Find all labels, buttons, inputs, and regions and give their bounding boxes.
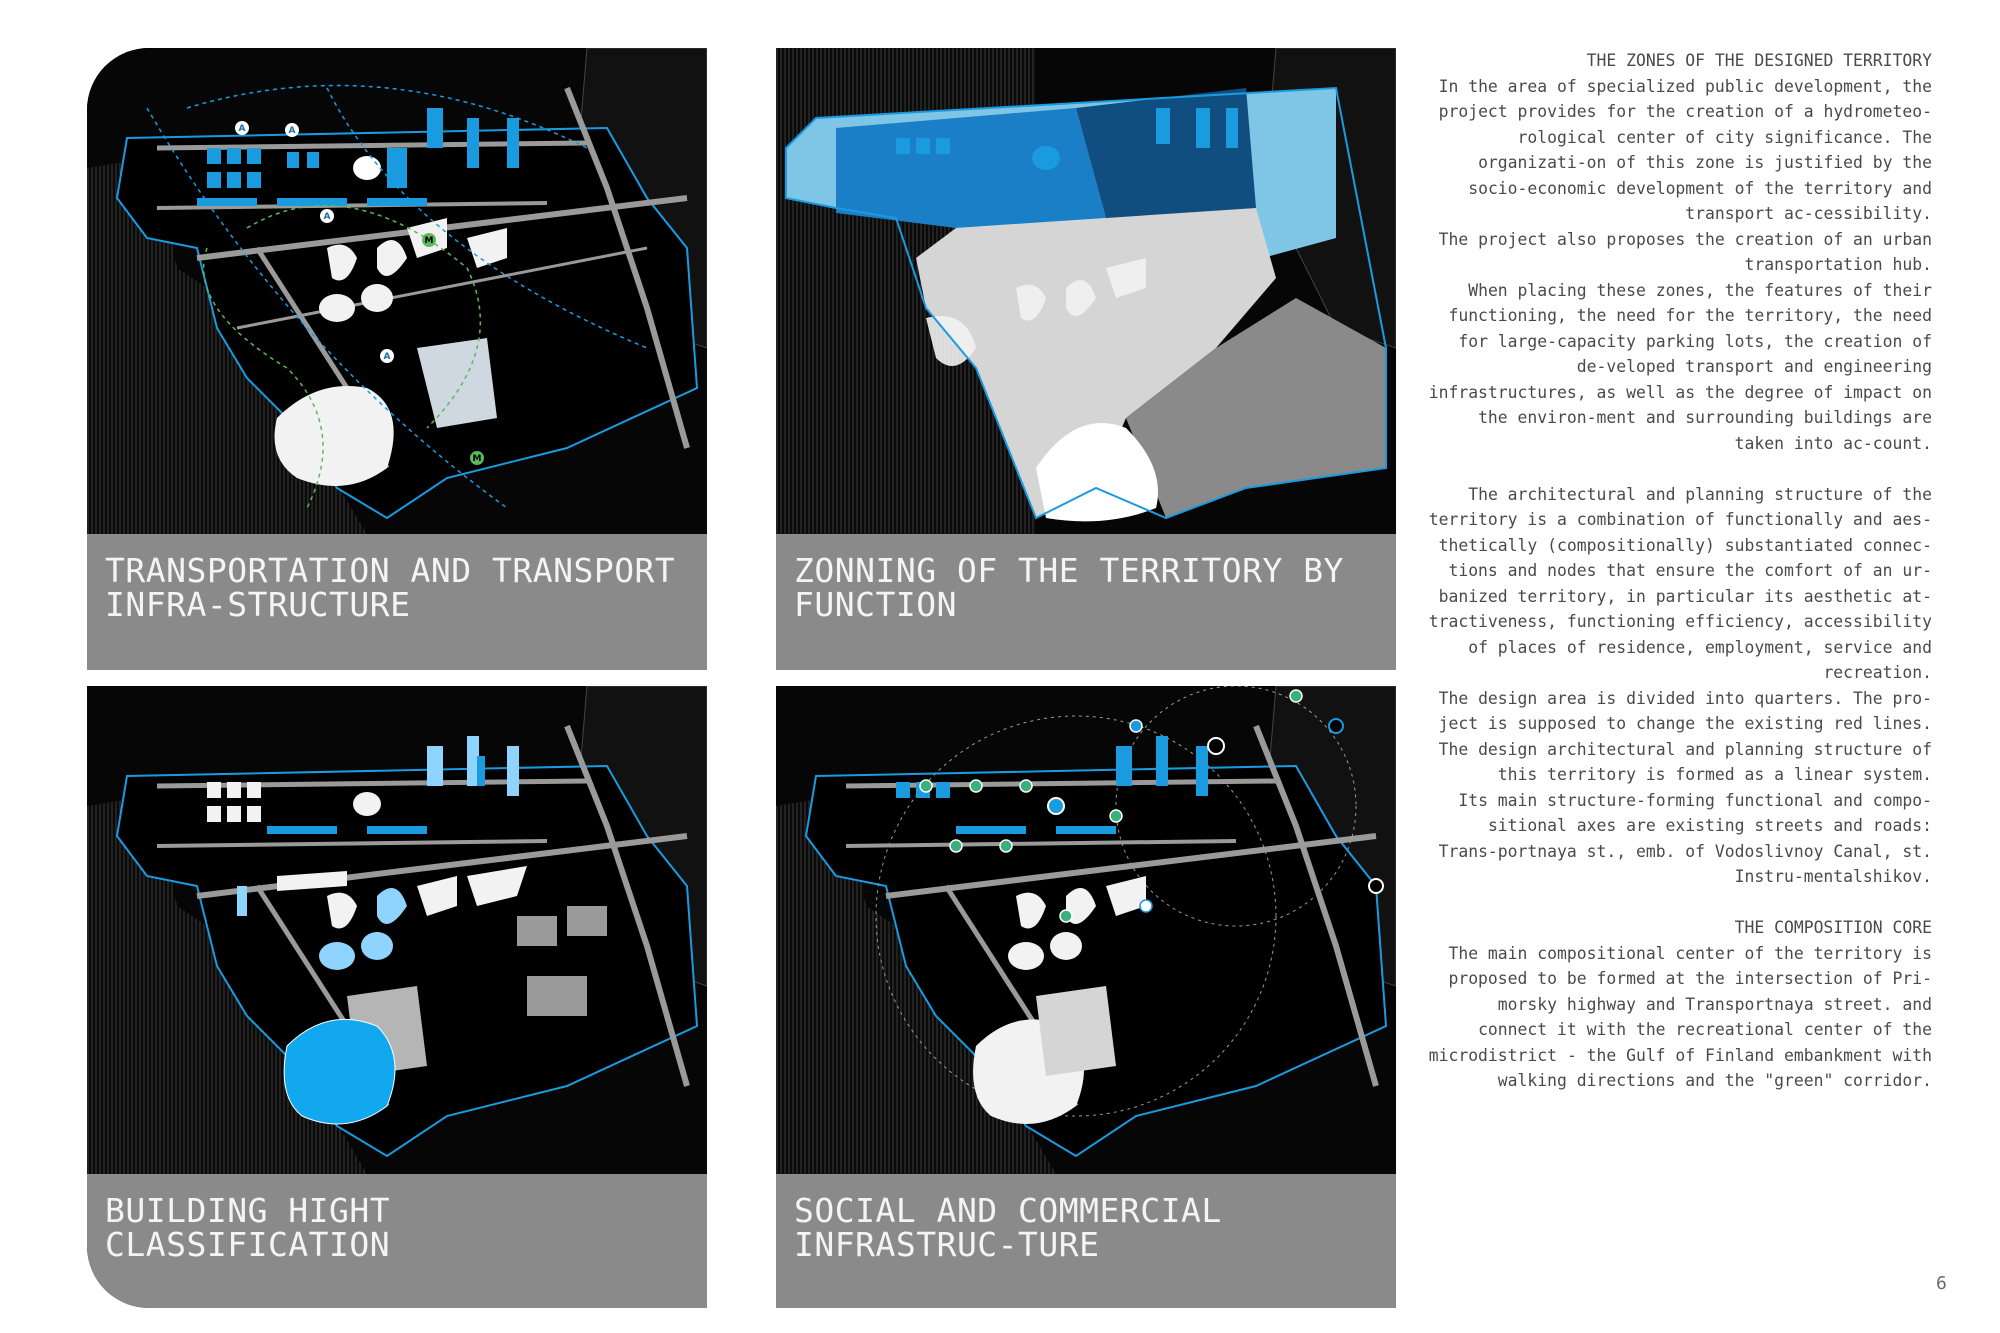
svg-text:A: A [239, 124, 246, 134]
map-panel-height: BUILDING HIGHT CLASSIFICATION [87, 686, 707, 1308]
architecture-paragraph-1: The architectural and planning structure… [1428, 484, 1932, 683]
core-paragraph: The main compositional center of the ter… [1428, 943, 1932, 1091]
svg-text:M: M [473, 454, 482, 464]
page-number: 6 [1936, 1273, 1947, 1294]
svg-text:A: A [289, 126, 296, 136]
map-panel-transport: A A A A M M TRANSPORTATION AND TRANSPORT… [87, 48, 707, 670]
svg-text:A: A [324, 212, 331, 222]
spacer [1424, 890, 1932, 916]
zones-heading: THE ZONES OF THE DESIGNED TERRITORY [1586, 51, 1932, 70]
panel-caption: SOCIAL AND COMMERCIAL INFRASTRUC-TURE [776, 1174, 1396, 1308]
zones-paragraph-1: In the area of specialized public develo… [1438, 76, 1932, 224]
architecture-paragraph-3: Its main structure-forming functional an… [1438, 790, 1932, 887]
svg-text:M: M [425, 236, 434, 246]
map-panel-zoning: ZONNING OF THE TERRITORY BY FUNCTION [776, 48, 1396, 670]
transport-map: A A A A M M [87, 48, 707, 534]
social-map [776, 686, 1396, 1174]
panel-caption: BUILDING HIGHT CLASSIFICATION [87, 1174, 707, 1308]
map-panel-social: SOCIAL AND COMMERCIAL INFRASTRUC-TURE [776, 686, 1396, 1308]
zones-paragraph-3: When placing these zones, the features o… [1428, 280, 1932, 453]
panel-caption: TRANSPORTATION AND TRANSPORT INFRA-STRUC… [87, 534, 707, 670]
architecture-paragraph-2: The design area is divided into quarters… [1438, 688, 1932, 785]
core-heading: THE COMPOSITION CORE [1734, 918, 1932, 937]
zoning-map [776, 48, 1396, 534]
panel-caption: ZONNING OF THE TERRITORY BY FUNCTION [776, 534, 1396, 670]
zones-paragraph-2: The project also proposes the creation o… [1438, 229, 1932, 275]
spacer [1424, 456, 1932, 482]
height-map [87, 686, 707, 1174]
svg-text:A: A [384, 352, 391, 362]
description-text-column: THE ZONES OF THE DESIGNED TERRITORY In t… [1424, 48, 1932, 1094]
